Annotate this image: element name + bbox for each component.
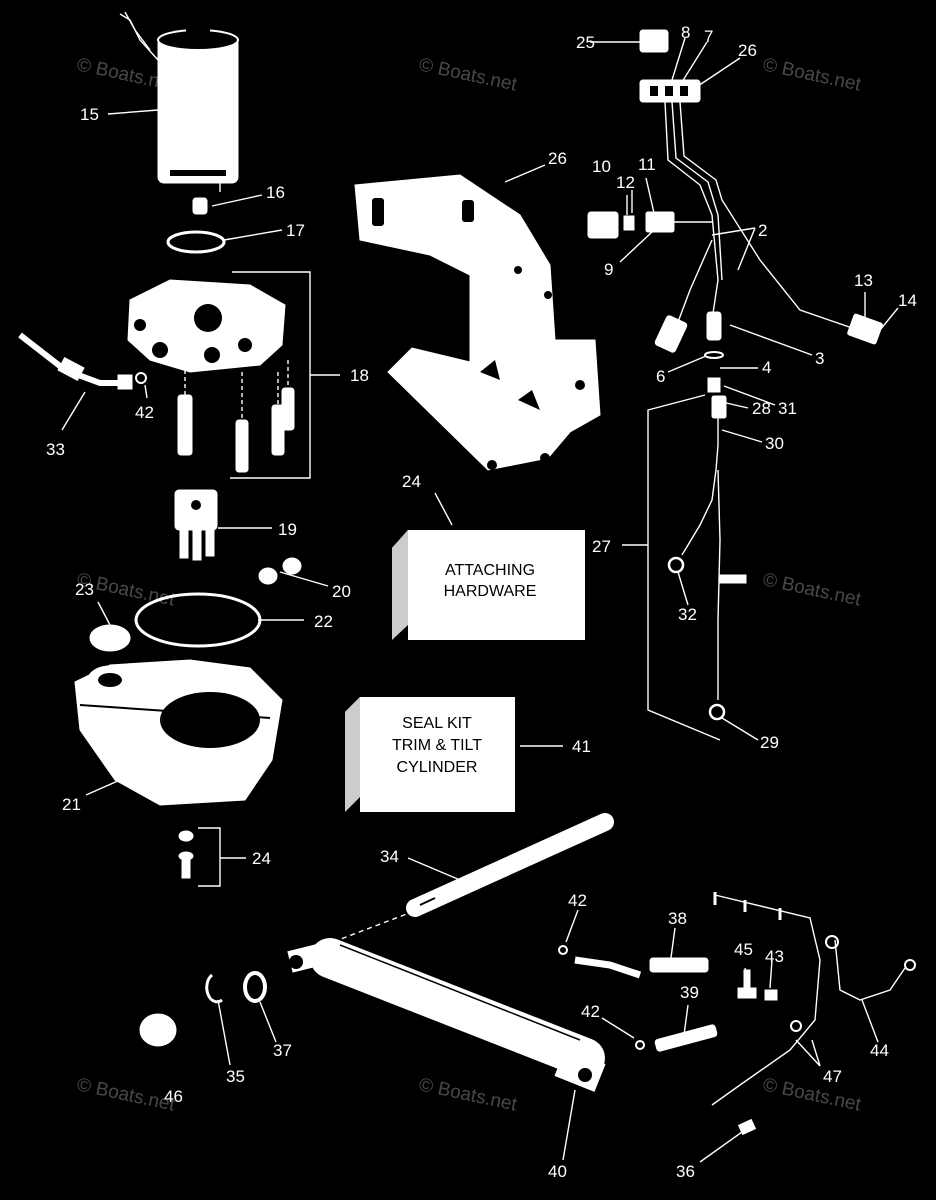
callout-15: 15 [80, 105, 99, 124]
lead-ring [904, 959, 916, 971]
callout-numbers: 25 8 7 26 15 16 17 26 10 11 12 9 2 13 14… [46, 23, 917, 1181]
callout-21: 21 [62, 795, 81, 814]
callout-24: 24 [252, 849, 271, 868]
harness-part-47 [711, 892, 839, 1106]
callout-39: 39 [680, 983, 699, 1002]
callout-19: 19 [278, 520, 297, 539]
watermark: © Boats.net [417, 54, 519, 95]
callout-2: 2 [758, 221, 767, 240]
callout-18: 18 [350, 366, 369, 385]
callout-16: 16 [266, 183, 285, 202]
callout-35: 35 [226, 1067, 245, 1086]
washer-part-37 [243, 971, 267, 1003]
callout-47: 47 [823, 1067, 842, 1086]
callout-34: 34 [380, 847, 399, 866]
callout-12: 12 [616, 173, 635, 192]
sender-harness-part-27 [667, 311, 747, 721]
callout-46: 46 [164, 1087, 183, 1106]
callout-40: 40 [548, 1162, 567, 1181]
cap-part-23 [89, 624, 131, 652]
callout-37: 37 [273, 1041, 292, 1060]
attaching-hardware-line-2: HARDWARE [444, 583, 537, 600]
pump-part-18 [127, 279, 295, 473]
cylinder-part-40 [287, 911, 606, 1092]
bracket-27 [647, 394, 721, 741]
terminal-part-7-8 [639, 79, 701, 103]
attaching-hardware-box: ATTACHING HARDWARE [392, 530, 585, 640]
plug-connector [654, 315, 688, 353]
callout-42: 42 [568, 891, 587, 910]
attaching-hardware-line-1: ATTACHING [445, 562, 535, 579]
watermark: © Boats.net [761, 569, 863, 610]
callout-23: 23 [75, 580, 94, 599]
reservoir-part-21 [74, 659, 283, 806]
watermark: © Boats.net [417, 1074, 519, 1115]
callout-28: 28 [752, 399, 771, 418]
cap-part-46 [139, 1013, 177, 1047]
callout-42: 42 [135, 403, 154, 422]
callout-10: 10 [592, 157, 611, 176]
seal-kit-box: SEAL KIT TRIM & TILT CYLINDER [345, 697, 515, 812]
callout-26: 26 [738, 41, 757, 60]
callout-17: 17 [286, 221, 305, 240]
callout-43: 43 [765, 947, 784, 966]
callout-24: 24 [402, 472, 421, 491]
callout-45: 45 [734, 940, 753, 959]
screw-part-36 [737, 1118, 757, 1136]
callout-27: 27 [592, 537, 611, 556]
bracket-24 [198, 827, 221, 887]
bracket-part-26 [354, 174, 601, 471]
callout-33: 33 [46, 440, 65, 459]
bolt-nut-part-45-43 [737, 969, 778, 1001]
valve-part-19 [174, 489, 218, 561]
watermark: © Boats.net [761, 1074, 863, 1115]
callout-29: 29 [760, 733, 779, 752]
callout-38: 38 [668, 909, 687, 928]
callout-13: 13 [854, 271, 873, 290]
rod-part-34 [406, 813, 614, 917]
callout-8: 8 [681, 23, 690, 42]
seal-kit-line-2: TRIM & TILT [392, 737, 482, 754]
callout-20: 20 [332, 582, 351, 601]
retaining-ring-part-35 [205, 973, 223, 1004]
callout-25: 25 [576, 33, 595, 52]
callout-7: 7 [704, 27, 713, 46]
callout-6: 6 [656, 367, 665, 386]
fasteners-part-24 [178, 830, 194, 879]
relay-part-25 [639, 29, 669, 53]
callout-32: 32 [678, 605, 697, 624]
motor-part-15 [119, 11, 239, 192]
connector-part-13-14 [847, 313, 883, 345]
callout-11: 11 [638, 155, 656, 174]
callout-31: 31 [778, 399, 797, 418]
callout-36: 36 [676, 1162, 695, 1181]
seal-kit-line-3: CYLINDER [397, 759, 478, 776]
wire-harness-part-2 [664, 101, 859, 331]
connector-part-10-12 [587, 211, 712, 239]
callout-44: 44 [870, 1041, 889, 1060]
leader-lines [61, 37, 899, 1163]
callout-4: 4 [762, 358, 771, 377]
callout-26: 26 [548, 149, 567, 168]
tube-part-33 [18, 332, 147, 390]
callout-30: 30 [765, 434, 784, 453]
callout-3: 3 [815, 349, 824, 368]
callout-42: 42 [581, 1002, 600, 1021]
callout-22: 22 [314, 612, 333, 631]
callout-9: 9 [604, 260, 613, 279]
o-ring-part-17 [166, 230, 226, 254]
coupler-part-16 [192, 197, 208, 215]
callout-41: 41 [572, 737, 591, 756]
watermark: © Boats.net [75, 1074, 177, 1115]
plugs-part-20 [258, 557, 302, 585]
callout-14: 14 [898, 291, 917, 310]
lead-part-44 [834, 939, 906, 1001]
o-ring-part-22 [134, 592, 262, 648]
watermark: © Boats.net [761, 54, 863, 95]
seal-kit-line-1: SEAL KIT [402, 715, 472, 732]
